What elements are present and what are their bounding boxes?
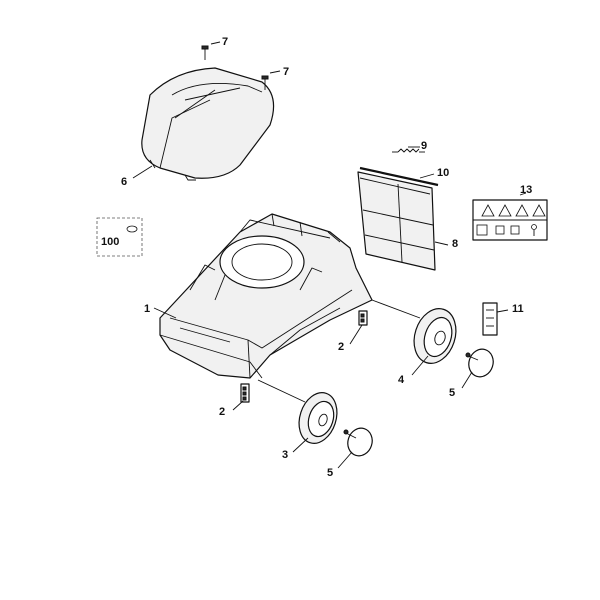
callout-100: 100 bbox=[101, 236, 119, 248]
screw-7a bbox=[201, 45, 209, 60]
part-100-box bbox=[96, 217, 143, 257]
flap-rod bbox=[359, 166, 439, 187]
callout-5a: 5 bbox=[449, 387, 455, 399]
flap-spring bbox=[392, 148, 425, 153]
rear-flap bbox=[357, 171, 436, 271]
callout-4: 4 bbox=[398, 374, 405, 386]
height-adjust-lever-b bbox=[240, 383, 250, 403]
callout-7b: 7 bbox=[283, 66, 289, 78]
callout-2b: 2 bbox=[219, 406, 225, 418]
callout-11: 11 bbox=[512, 303, 524, 315]
person-icon bbox=[531, 224, 537, 236]
warning-triangle-icon bbox=[481, 204, 546, 217]
screw-7b bbox=[261, 75, 269, 90]
rear-wheel bbox=[413, 308, 457, 364]
callout-13: 13 bbox=[520, 184, 532, 196]
callout-9: 9 bbox=[421, 140, 427, 152]
callout-2a: 2 bbox=[338, 341, 344, 353]
warning-label bbox=[472, 199, 548, 241]
callout-5b: 5 bbox=[327, 467, 333, 479]
callout-6: 6 bbox=[121, 176, 127, 188]
front-hub-cap bbox=[343, 427, 373, 457]
grass-catcher-hood bbox=[141, 67, 275, 181]
book-icon bbox=[476, 224, 488, 236]
type-label bbox=[482, 302, 498, 336]
rear-hub-cap bbox=[465, 348, 494, 378]
callout-3: 3 bbox=[282, 449, 288, 461]
mower-housing bbox=[159, 213, 373, 379]
callout-1: 1 bbox=[144, 303, 150, 315]
callout-7a: 7 bbox=[222, 36, 228, 48]
callout-8: 8 bbox=[452, 238, 458, 250]
plug-icon bbox=[495, 225, 520, 235]
height-adjust-lever-a bbox=[358, 310, 368, 326]
callout-10: 10 bbox=[437, 167, 449, 179]
callout-labels: 7 7 6 9 10 100 8 13 11 1 2 2 4 5 3 5 bbox=[101, 36, 532, 479]
front-wheel bbox=[298, 392, 338, 444]
leader-lines bbox=[132, 41, 527, 469]
